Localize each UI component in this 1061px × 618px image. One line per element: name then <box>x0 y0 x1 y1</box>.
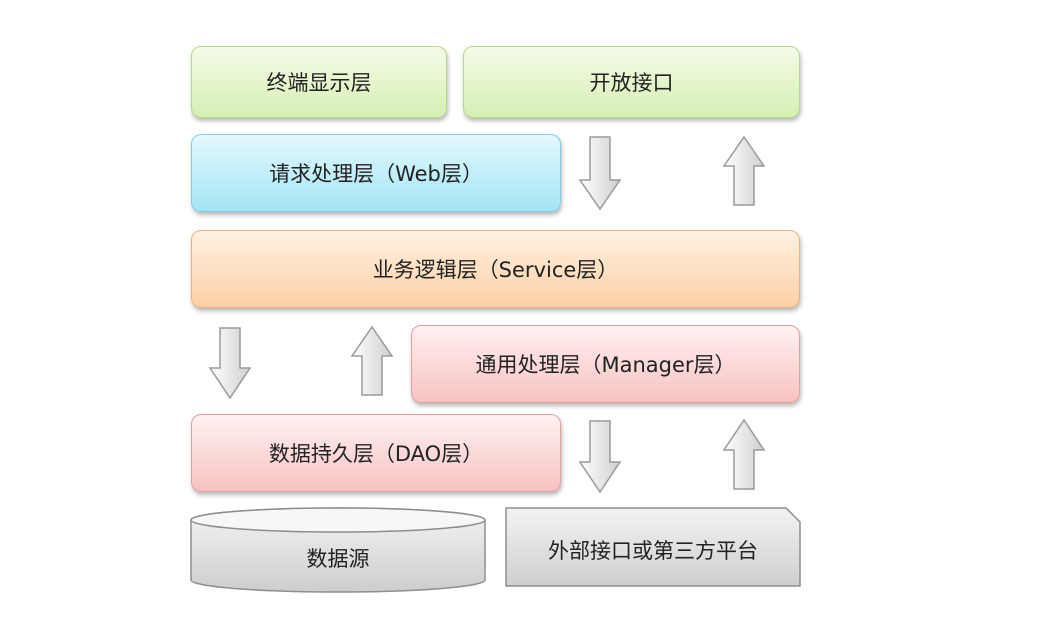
service-layer-label: 业务逻辑层（Service层） <box>372 258 619 282</box>
down-arrow-icon <box>578 136 622 211</box>
terminal-display-layer-label: 终端显示层 <box>266 71 372 95</box>
dao-layer: 数据持久层（DAO层） <box>191 414 561 492</box>
down-arrow-icon <box>208 327 252 400</box>
open-api-layer: 开放接口 <box>463 46 800 118</box>
datasource-label: 数据源 <box>306 547 370 571</box>
datasource-cylinder <box>190 507 486 593</box>
web-layer-label: 请求处理层（Web层） <box>269 162 483 186</box>
terminal-display-layer: 终端显示层 <box>191 46 447 118</box>
down-arrow-icon <box>578 420 622 494</box>
service-layer: 业务逻辑层（Service层） <box>191 230 800 308</box>
datasource-label-box: 数据源 <box>191 532 485 584</box>
up-arrow-icon <box>350 325 394 396</box>
external-platform-shape <box>505 507 801 587</box>
external-platform-label-box: 外部接口或第三方平台 <box>506 520 800 580</box>
open-api-layer-label: 开放接口 <box>589 71 674 95</box>
manager-layer: 通用处理层（Manager层） <box>411 325 800 403</box>
up-arrow-icon <box>722 135 766 206</box>
manager-layer-label: 通用处理层（Manager层） <box>475 353 736 377</box>
up-arrow-icon <box>722 418 766 490</box>
web-layer: 请求处理层（Web层） <box>191 134 561 212</box>
dao-layer-label: 数据持久层（DAO层） <box>268 442 484 466</box>
external-platform-label: 外部接口或第三方平台 <box>548 539 758 563</box>
